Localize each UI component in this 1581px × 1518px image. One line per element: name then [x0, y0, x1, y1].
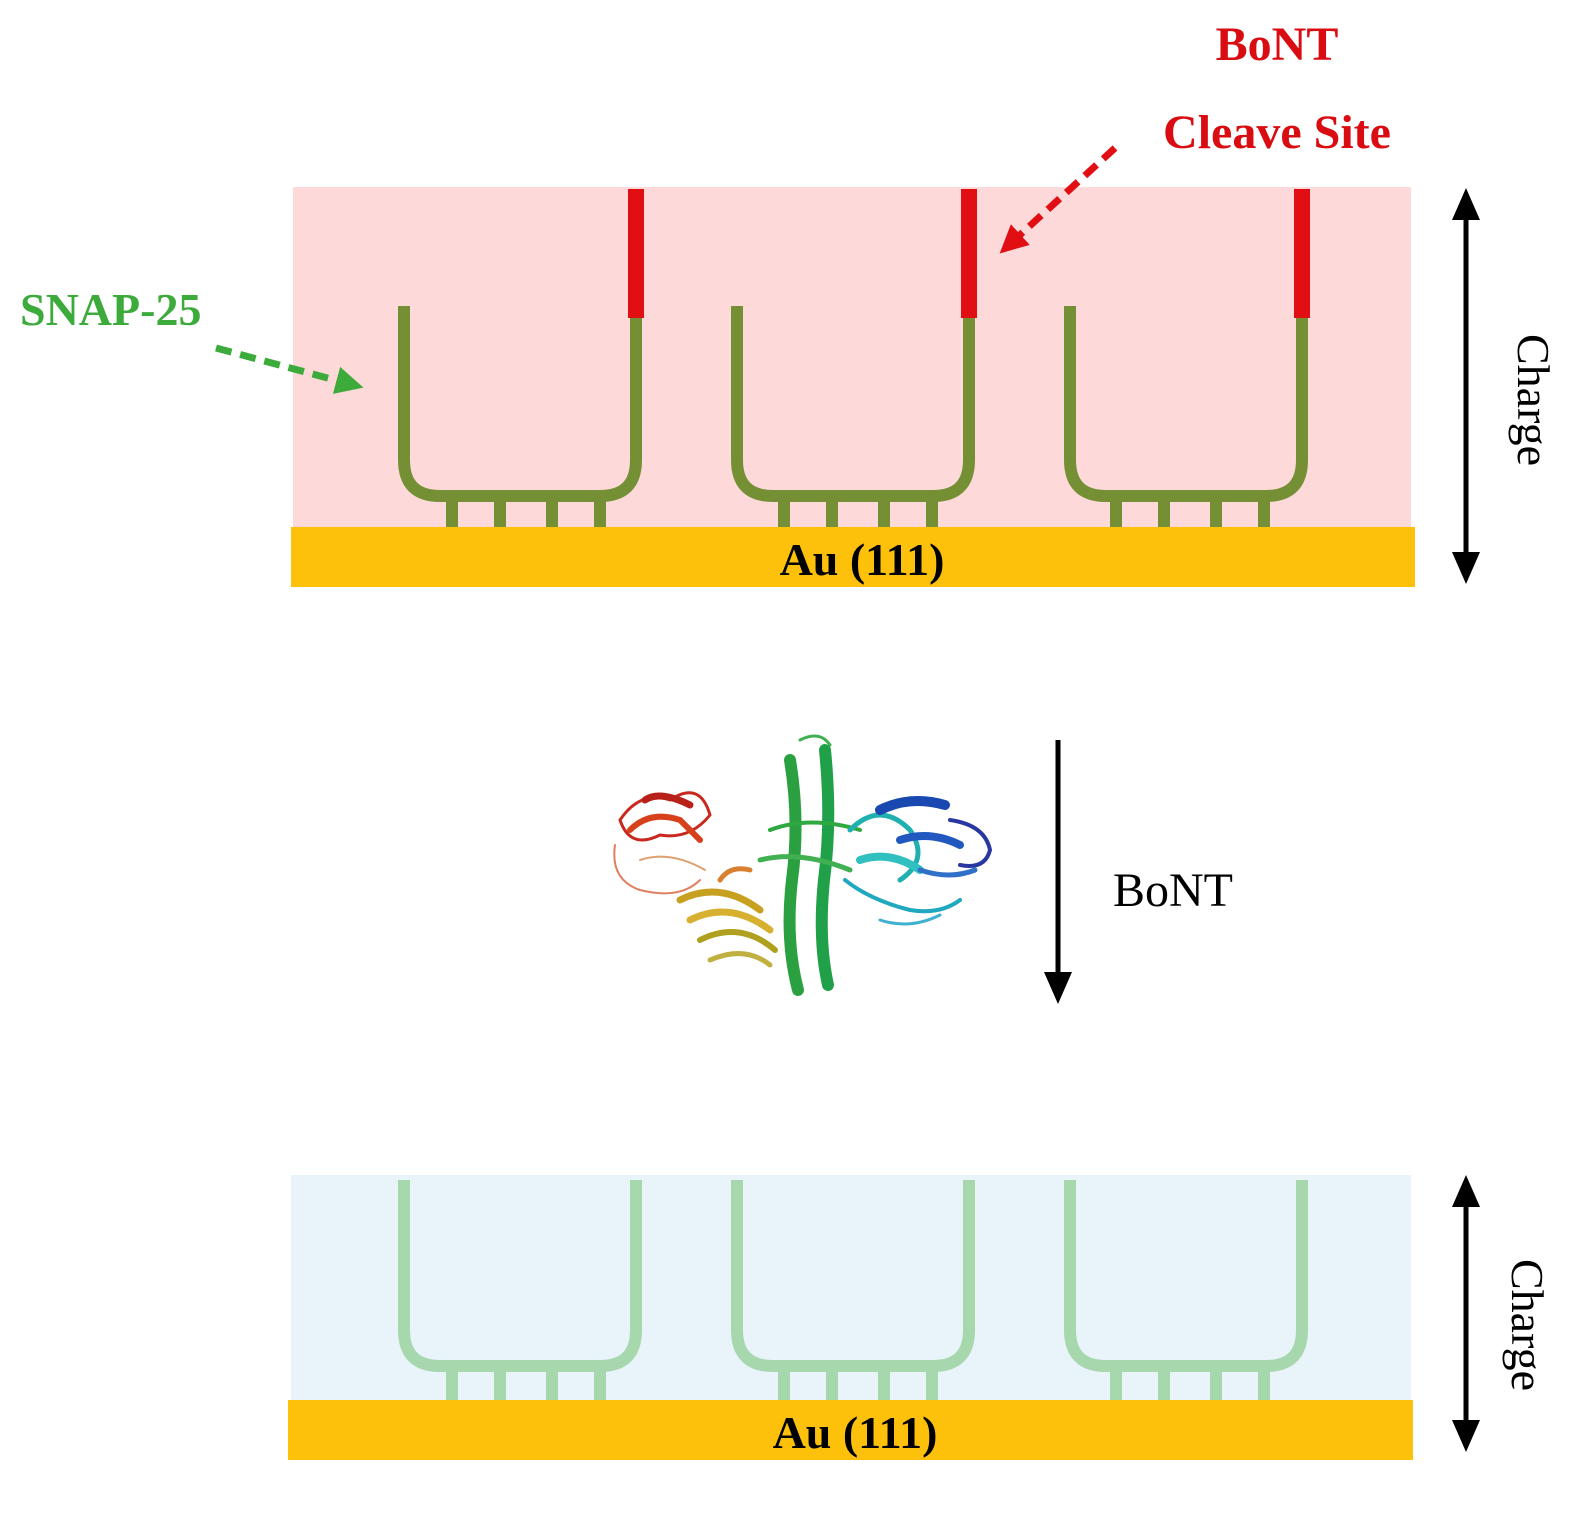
snap25-unit-2 [731, 306, 975, 529]
snap25-label: SNAP-25 [20, 284, 201, 335]
top-panel: Au (111) BoNT Cleave Site SNAP-25 Charge [20, 18, 1559, 587]
cleave-site-segment-1 [628, 189, 644, 318]
snap25-unit-1 [398, 306, 642, 529]
cleaved-snap25-unit-2 [731, 1180, 975, 1402]
charge-label-top: Charge [1508, 334, 1559, 466]
top-panel-background [293, 187, 1411, 527]
bont-down-arrow [1044, 740, 1072, 1004]
cleaved-snap25-unit-3 [1064, 1180, 1308, 1402]
cleave-site-segment-3 [1294, 189, 1310, 318]
bont-protein-ribbon-icon [613, 734, 993, 996]
charge-double-arrow-top [1452, 188, 1480, 584]
cleaved-snap25-unit-1 [398, 1180, 642, 1402]
au-label-top: Au (111) [780, 534, 945, 585]
snap25-unit-3 [1064, 306, 1308, 529]
bont-title-label: BoNT [1216, 18, 1339, 71]
gold-substrate-top [291, 527, 1415, 587]
charge-double-arrow-bottom [1452, 1175, 1480, 1452]
bottom-panel: Au (111) Charge [288, 1175, 1553, 1460]
cleave-site-segment-2 [961, 189, 977, 318]
cleave-site-label: Cleave Site [1163, 106, 1391, 159]
au-label-bottom: Au (111) [773, 1407, 938, 1458]
snap25-dashed-arrow [215, 344, 364, 394]
bont-arrow-label: BoNT [1113, 864, 1233, 917]
gold-substrate-bottom [288, 1400, 1413, 1460]
charge-label-bottom: Charge [1502, 1259, 1553, 1391]
